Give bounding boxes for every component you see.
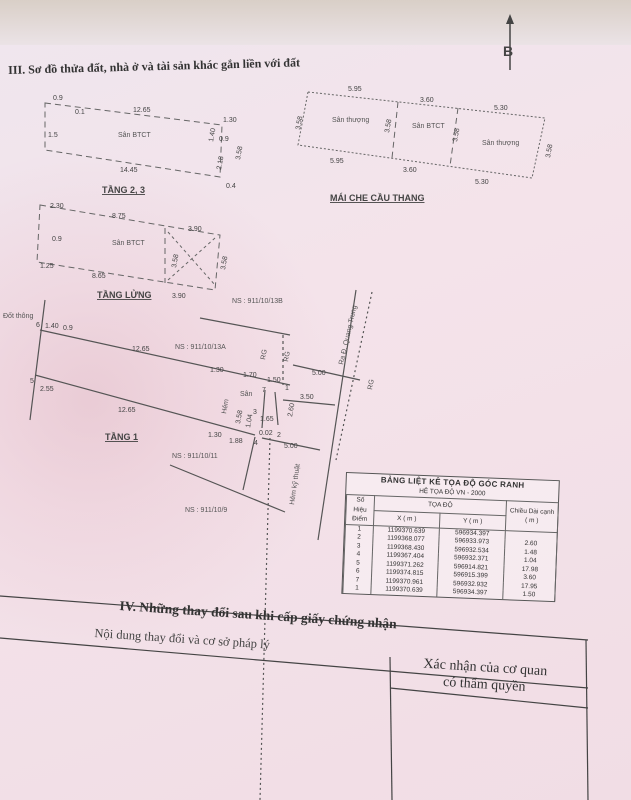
dimension: 1.30 <box>208 432 222 439</box>
dimension: 2.60 <box>287 403 296 418</box>
label: Sân <box>240 391 253 398</box>
dimension: 0.9 <box>52 236 62 243</box>
dimension: 5.00 <box>312 370 326 377</box>
dimension: 1.40 <box>208 128 217 143</box>
dimension: 1.30 <box>210 367 224 374</box>
dimension: 1.25 <box>40 263 54 270</box>
area-label: Sân BTCT <box>412 123 445 130</box>
stair-roof-title: MÁI CHE CẦU THANG <box>330 193 425 203</box>
mezzanine-area-label: Sân BTCT <box>112 240 145 247</box>
dimension: 8.75 <box>112 213 126 220</box>
point-label: 4 <box>254 440 258 447</box>
dimension: 1.65 <box>260 416 274 423</box>
point-label: 3 <box>253 409 257 416</box>
neighbor-label: NS : 911/10/13B <box>232 298 283 305</box>
dimension: 0.9 <box>53 95 63 102</box>
floor-2-3-area-label: Sân BTCT <box>118 132 151 139</box>
coord-cell-x: 1199370.639 <box>370 585 438 597</box>
dimension: 3.58 <box>235 146 244 161</box>
dimension: 5.30 <box>475 179 489 186</box>
dimension: 1.30 <box>223 117 237 124</box>
mezzanine-outline <box>36 204 221 291</box>
label: RG <box>367 379 376 391</box>
dimension: 0.9 <box>63 325 73 332</box>
coord-cell-len: 1.50 <box>502 590 556 601</box>
dimension: 0.02 <box>259 430 273 437</box>
dimension: 2.30 <box>50 203 64 210</box>
label: RG <box>283 351 292 363</box>
area-label: Sân thượng <box>332 117 369 124</box>
floor-2-3-title: TẦNG 2, 3 <box>102 185 145 195</box>
point-label: 5 <box>30 378 34 385</box>
dimension: 5.00 <box>284 443 298 450</box>
floor-1-title: TẦNG 1 <box>105 432 138 442</box>
label: Hẻm <box>221 398 230 414</box>
neighbor-label: NS : 911/10/13A <box>175 344 226 351</box>
dimension: 0.1 <box>75 109 85 116</box>
dimension: 3.58 <box>235 410 244 425</box>
stair-roof-outline <box>297 91 546 179</box>
dimension: 3.58 <box>384 119 393 134</box>
point-label: 2 <box>277 432 281 439</box>
label: RG <box>260 349 269 361</box>
floor-2-3-outline <box>44 102 223 178</box>
dimension: 3.90 <box>188 226 202 233</box>
north-arrow-icon <box>506 14 514 70</box>
neighbor-label: NS : 911/10/9 <box>185 507 227 514</box>
dimension: 1.88 <box>229 438 243 445</box>
dimension: 3.58 <box>220 256 229 271</box>
dimension: 1.70 <box>243 372 257 379</box>
stair-cross-line <box>167 237 216 281</box>
dimension: 2.55 <box>40 386 54 393</box>
alley-label: Hẻm kỹ thuật <box>289 463 302 505</box>
col-length-header: Chiều Dài cạnh ( m ) <box>505 500 559 533</box>
dimension: 3.58 <box>295 116 304 131</box>
dimension: 2.18 <box>216 156 225 171</box>
coord-cell-y: 596934.397 <box>436 587 504 599</box>
dimension: 3.90 <box>172 293 186 300</box>
dimension: 3.58 <box>452 128 461 143</box>
mezzanine-title: TẦNG LỬNG <box>97 289 151 300</box>
point-label: 1 <box>285 385 289 392</box>
point-label: 7 <box>262 387 266 394</box>
dimension: 5.30 <box>494 105 508 112</box>
dimension: 12.65 <box>133 107 151 114</box>
area-label: Sân thượng <box>482 140 519 147</box>
dimension: 3.60 <box>420 97 434 104</box>
dimension: 14.45 <box>120 167 138 174</box>
dimension: 0.4 <box>226 183 236 190</box>
dimension: 1.50 <box>267 377 281 384</box>
dimension: 3.50 <box>300 394 314 401</box>
road-label: Ra Đ. Quang Trung <box>338 305 358 366</box>
dimension: 5.95 <box>348 86 362 93</box>
dimension: 0.9 <box>219 136 229 143</box>
neighbor-label: NS : 911/10/11 <box>172 453 218 460</box>
boundary-coordinate-table: BẢNG LIỆT KÊ TỌA ĐỘ GÓC RANH HỆ TỌA ĐỘ V… <box>341 472 560 602</box>
dimension: 5.95 <box>330 158 344 165</box>
dimension: 3.58 <box>545 144 554 159</box>
floor-1-lines <box>29 289 373 800</box>
dimension: 1.40 <box>45 323 59 330</box>
dimension: 1.04 <box>245 414 254 429</box>
section-4-table-lines <box>0 595 589 800</box>
point-label: 6 <box>36 322 40 329</box>
dimension: 3.58 <box>171 254 180 269</box>
dimension: 3.60 <box>403 167 417 174</box>
photo-background-edge <box>0 0 631 45</box>
dimension: 12.65 <box>118 407 136 414</box>
coord-cell-p: 1 <box>342 583 372 594</box>
label: Đốt thông <box>3 311 33 320</box>
col-point-header: Số Hiệu Điểm <box>345 494 375 526</box>
stair-roof-divider <box>391 101 399 159</box>
dimension: 8.65 <box>92 273 106 280</box>
dimension: 1.5 <box>48 132 58 139</box>
north-label: B <box>503 43 513 59</box>
dimension: 12.65 <box>132 346 150 353</box>
